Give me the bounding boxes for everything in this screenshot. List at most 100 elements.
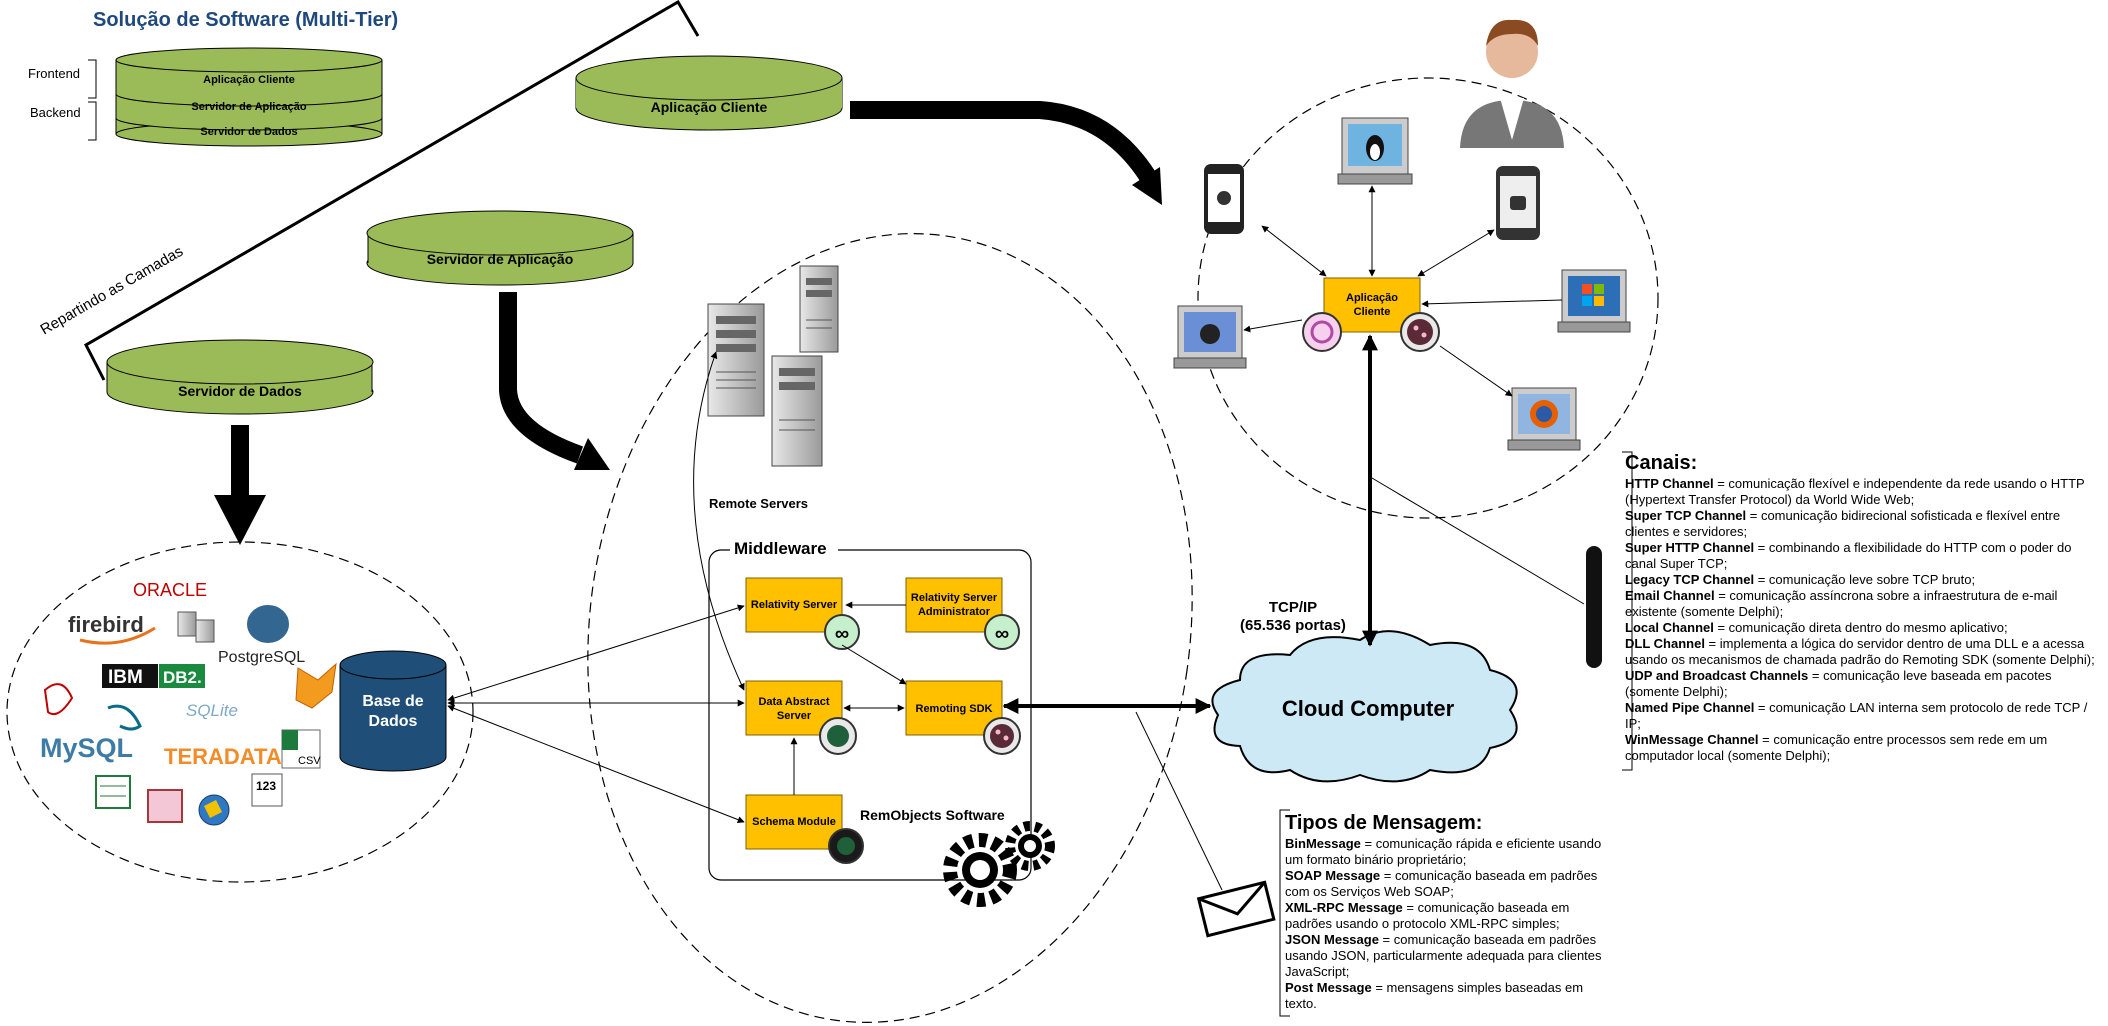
split-bracket <box>84 0 700 381</box>
message-item-desc: = mensagens simples baseadas em texto. <box>1285 980 1584 1011</box>
stack-tier-data: Servidor de Dados <box>200 126 297 138</box>
access-icon <box>147 789 183 823</box>
tier-data-cylinder: Servidor de Dados <box>106 339 374 415</box>
channel-item: Named Pipe Channel = comunicação LAN int… <box>1625 700 2105 732</box>
logo-oracle: ORACLE <box>133 580 207 600</box>
database-label-line2: Dados <box>369 713 418 730</box>
mysql-dolphin-icon <box>107 704 142 731</box>
channel-item-desc: = comunicação entre processos sem rede e… <box>1625 732 2048 763</box>
logo-sqlite: SQLite <box>186 701 238 720</box>
message-item: XML-RPC Message = comunicação baseada em… <box>1285 900 1615 932</box>
remote-server-1 <box>707 303 765 417</box>
server-icon-small <box>177 611 197 637</box>
message-item-name: SOAP Message <box>1285 868 1381 883</box>
tier-app-cylinder: Servidor de Aplicação <box>366 210 634 286</box>
channel-item: Local Channel = comunicação direta dentr… <box>1625 620 2105 636</box>
ports-label: (65.536 portas) <box>1240 617 1346 634</box>
channel-item: Super HTTP Channel = combinando a flexib… <box>1625 540 2105 572</box>
user-avatar <box>1460 19 1564 148</box>
cloud-label: Cloud Computer <box>1282 696 1455 721</box>
logo-ibm: IBM <box>108 667 143 688</box>
relativity-server-box <box>745 577 843 633</box>
linux-pc-icon <box>1337 117 1413 185</box>
database-label-line1: Base de <box>362 693 423 710</box>
cloud-computer <box>1211 630 1518 783</box>
logo-teradata: TERADATA <box>164 744 282 769</box>
channel-item: Super TCP Channel = comunicação bidireci… <box>1625 508 2105 540</box>
gears-icon <box>943 821 1055 907</box>
remote-server-3 <box>771 355 823 467</box>
messages-panel: Tipos de Mensagem: BinMessage = comunica… <box>1285 812 1615 1012</box>
remote-server-2 <box>799 265 839 353</box>
layer-stack: Frontend Backend Aplicação Cliente Servi… <box>28 47 383 147</box>
channels-title: Canais: <box>1625 452 1698 474</box>
channel-item-name: UDP and Broadcast Channels <box>1625 668 1809 683</box>
message-item-name: Post Message <box>1285 980 1372 995</box>
client-app-label-2: Cliente <box>1354 306 1391 318</box>
mac-pc-icon <box>1173 305 1247 369</box>
relativity-admin-label-1: Relativity Server <box>911 592 998 604</box>
channel-item-desc: = combinando a flexibilidade do HTTP com… <box>1625 540 2072 571</box>
message-item: SOAP Message = comunicação baseada em pa… <box>1285 868 1615 900</box>
backend-label: Backend <box>30 105 81 120</box>
iphone-icon <box>1204 164 1244 234</box>
message-item: Post Message = mensagens simples baseada… <box>1285 980 1615 1012</box>
arrow-app-to-middleware <box>499 292 584 464</box>
tier-data-label: Servidor de Dados <box>178 383 302 399</box>
logo-123: 123 <box>256 779 276 793</box>
message-item-name: BinMessage <box>1285 836 1361 851</box>
message-item: JSON Message = comunicação baseada em pa… <box>1285 932 1615 980</box>
svg-text:∞: ∞ <box>995 623 1009 645</box>
logo-mysql: MySQL <box>40 733 133 763</box>
channel-pipe <box>1586 546 1602 668</box>
logo-ibm-box <box>102 664 158 688</box>
channel-item: WinMessage Channel = comunicação entre p… <box>1625 732 2105 764</box>
channel-item: Legacy TCP Channel = comunicação leve so… <box>1625 572 2105 588</box>
client-region <box>1197 77 1659 519</box>
middleware-region <box>587 233 1193 1023</box>
message-item-desc: = comunicação baseada em padrões usando … <box>1285 932 1602 979</box>
channel-item-desc: = implementa a lógica do servidor dentro… <box>1625 636 2095 667</box>
remote-servers-label: Remote Servers <box>709 496 808 511</box>
channel-item: HTTP Channel = comunicação flexível e in… <box>1625 476 2105 508</box>
messages-title: Tipos de Mensagem: <box>1285 812 1483 834</box>
relativity-server-label: Relativity Server <box>751 599 838 611</box>
channel-item-name: Local Channel <box>1625 620 1714 635</box>
stack-tier-app: Servidor de Aplicação <box>191 101 306 113</box>
channel-item-name: Super HTTP Channel <box>1625 540 1755 555</box>
channels-panel: Canais: HTTP Channel = comunicação flexí… <box>1625 452 2105 764</box>
message-item: BinMessage = comunicação rápida e eficie… <box>1285 836 1615 868</box>
channel-item-desc: = comunicação assíncrona sobre a infraes… <box>1625 588 2058 619</box>
client-refresh-icon <box>1302 312 1342 352</box>
firefox-pc-icon <box>1507 387 1581 451</box>
channel-item-name: Legacy TCP Channel <box>1625 572 1755 587</box>
channel-item-desc: = comunicação LAN interna sem protocolo … <box>1625 700 2088 731</box>
database-cylinder: Base de Dados <box>339 650 447 772</box>
envelope-icon <box>1196 880 1276 938</box>
message-item-desc: = comunicação baseada em padrões usando … <box>1285 900 1570 931</box>
windows-pc-icon <box>1557 269 1631 333</box>
channel-item: Email Channel = comunicação assíncrona s… <box>1625 588 2105 620</box>
channel-item-name: Super TCP Channel <box>1625 508 1747 523</box>
android-phone-icon <box>1496 166 1540 240</box>
client-app-label-1: Aplicação <box>1346 292 1398 304</box>
channel-item-desc: = comunicação direta dentro do mesmo apl… <box>1713 620 2008 635</box>
schema-module-label: Schema Module <box>752 816 836 828</box>
arrow-client-to-devices <box>850 101 1158 185</box>
middleware-title: Middleware <box>734 539 827 558</box>
frontend-label: Frontend <box>28 66 80 81</box>
tier-client-label: Aplicação Cliente <box>651 99 768 115</box>
spreadsheet-123-icon <box>251 773 283 807</box>
channel-item-name: Named Pipe Channel <box>1625 700 1755 715</box>
channel-item: UDP and Broadcast Channels = comunicação… <box>1625 668 2105 700</box>
page-title: Solução de Software (Multi-Tier) <box>93 9 398 31</box>
admin-infinity-icon <box>984 614 1020 650</box>
logo-db2: DB2. <box>163 668 202 687</box>
relativity-admin-label-2: Administrator <box>918 606 991 618</box>
schema-module-box <box>745 794 843 850</box>
split-label: Repartindo as Camadas <box>38 243 187 339</box>
excel-icon <box>95 775 131 809</box>
channel-item-name: DLL Channel <box>1625 636 1705 651</box>
svg-text:∞: ∞ <box>835 623 849 645</box>
